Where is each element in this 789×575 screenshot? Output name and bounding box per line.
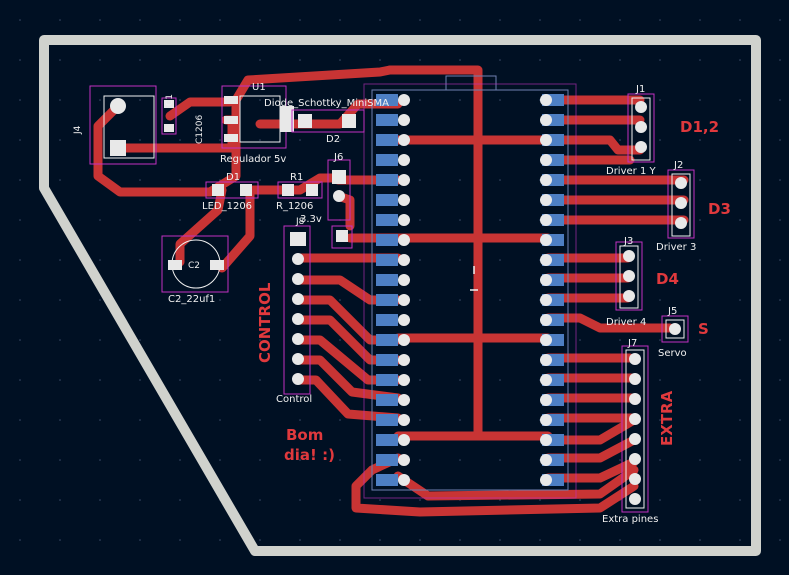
- j4-ref: J4: [73, 125, 83, 135]
- label-extra: EXTRA: [658, 390, 676, 446]
- d2-ref: D2: [326, 134, 340, 145]
- c1-capacitor: [161, 97, 177, 135]
- d1-ref: D1: [226, 172, 240, 183]
- board-text: D1,2 D3 D4 S CONTROL EXTRA Bom dia! :): [256, 118, 731, 464]
- c2-capacitor: [161, 235, 229, 293]
- d2-value: Diode_Schottky_MiniSMA: [264, 98, 389, 109]
- j1-header: [627, 93, 655, 163]
- board-outline: [39, 35, 761, 556]
- u1-value: Regulador 5v: [220, 154, 286, 165]
- c2-ref: C2: [188, 261, 200, 271]
- u1-ref: U1: [252, 82, 266, 93]
- j5-value: Servo: [658, 348, 687, 359]
- j8-ref: J8: [295, 217, 305, 227]
- r1-resistor: [277, 181, 323, 199]
- j1-value: Driver 1 Y: [606, 166, 656, 177]
- j4-connector: [89, 85, 157, 165]
- silkscreen-labels: U1 Regulador 5v Diode_Schottky_MiniSMA D…: [73, 82, 696, 525]
- c1-value: C1206: [195, 115, 205, 144]
- r1-ref: R1: [290, 172, 303, 183]
- r1-value: R_1206: [276, 201, 313, 212]
- c1-ref: C1: [165, 94, 175, 106]
- j2-ref: J2: [673, 160, 683, 171]
- j6-ref: J6: [333, 152, 343, 163]
- j3-value: Driver 4: [606, 317, 646, 328]
- label-d12: D1,2: [680, 118, 719, 136]
- j1-ref: J1: [635, 84, 645, 95]
- j3-header: [615, 241, 643, 311]
- u1-regulator: [221, 85, 294, 149]
- d1-value: LED_1206: [202, 201, 252, 212]
- label-d4: D4: [656, 270, 679, 288]
- d1-led: [205, 181, 259, 199]
- j8-control-header: [283, 225, 311, 395]
- j2-header: [667, 169, 695, 239]
- label-d3: D3: [708, 200, 731, 218]
- j5-ref: J5: [667, 306, 677, 317]
- c2-value: C2_22uf1: [168, 294, 215, 305]
- mcu-pads: [376, 94, 564, 486]
- j5-header: [661, 315, 689, 343]
- label-control: CONTROL: [256, 282, 274, 363]
- j8-value: Control: [276, 394, 312, 405]
- greeting-line-1: Bom: [286, 426, 323, 444]
- greeting-line-2: dia! :): [284, 446, 335, 464]
- j7-ref: J7: [627, 338, 637, 349]
- j6-header: [327, 159, 353, 249]
- mcu-module: [363, 75, 577, 499]
- j7-value: Extra pines: [602, 514, 658, 525]
- d2-diode: [291, 109, 365, 133]
- j7-header: [621, 345, 649, 513]
- j6-value: 3.3v: [300, 214, 322, 225]
- j3-ref: J3: [623, 236, 633, 247]
- label-s: S: [698, 320, 709, 338]
- j2-value: Driver 3: [656, 242, 696, 253]
